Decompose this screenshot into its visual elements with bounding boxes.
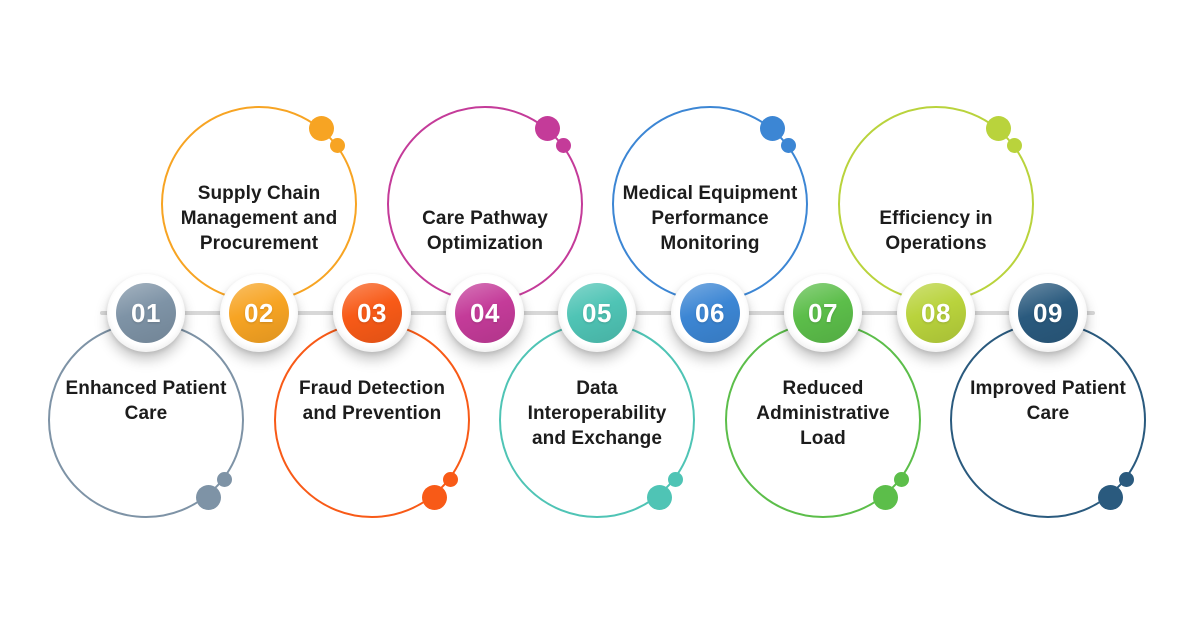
satellite-dot-large-icon bbox=[422, 485, 447, 510]
step-badge: 04 bbox=[446, 274, 524, 352]
satellite-dot-large-icon bbox=[760, 116, 785, 141]
satellite-dot-small-icon bbox=[1007, 138, 1022, 153]
benefit-item-07: Reduced Administrative Load 07 bbox=[725, 0, 921, 628]
benefit-circle: Care Pathway Optimization bbox=[387, 106, 583, 302]
benefit-circle: Data Interoperability and Exchange bbox=[499, 322, 695, 518]
step-badge: 05 bbox=[558, 274, 636, 352]
step-badge: 01 bbox=[107, 274, 185, 352]
step-number: 07 bbox=[793, 283, 853, 343]
benefit-item-05: Data Interoperability and Exchange 05 bbox=[499, 0, 695, 628]
step-badge: 03 bbox=[333, 274, 411, 352]
satellite-dot-small-icon bbox=[668, 472, 683, 487]
benefit-label: Fraud Detection and Prevention bbox=[298, 378, 446, 424]
benefit-label: Supply Chain Management and Procurement bbox=[180, 183, 338, 254]
step-number: 06 bbox=[680, 283, 740, 343]
benefit-label: Care Pathway Optimization bbox=[422, 208, 548, 254]
benefit-circle: Enhanced Patient Care bbox=[48, 322, 244, 518]
benefit-item-01: Enhanced Patient Care 01 bbox=[48, 0, 244, 628]
satellite-dot-small-icon bbox=[781, 138, 796, 153]
step-badge: 07 bbox=[784, 274, 862, 352]
satellite-dot-large-icon bbox=[535, 116, 560, 141]
satellite-dot-large-icon bbox=[1098, 485, 1123, 510]
benefit-label: Reduced Administrative Load bbox=[756, 378, 890, 449]
step-badge: 08 bbox=[897, 274, 975, 352]
benefit-label: Medical Equipment Performance Monitoring bbox=[622, 183, 798, 254]
benefit-item-08: Efficiency in Operations 08 bbox=[838, 0, 1034, 628]
satellite-dot-large-icon bbox=[647, 485, 672, 510]
benefit-circle: Reduced Administrative Load bbox=[725, 322, 921, 518]
satellite-dot-small-icon bbox=[1119, 472, 1134, 487]
benefit-item-03: Fraud Detection and Prevention 03 bbox=[274, 0, 470, 628]
benefit-circle: Medical Equipment Performance Monitoring bbox=[612, 106, 808, 302]
benefit-item-04: Care Pathway Optimization 04 bbox=[387, 0, 583, 628]
satellite-dot-large-icon bbox=[986, 116, 1011, 141]
benefit-label: Data Interoperability and Exchange bbox=[527, 378, 667, 449]
benefit-item-02: Supply Chain Management and Procurement … bbox=[161, 0, 357, 628]
step-badge: 09 bbox=[1009, 274, 1087, 352]
step-number: 03 bbox=[342, 283, 402, 343]
satellite-dot-large-icon bbox=[873, 485, 898, 510]
satellite-dot-small-icon bbox=[217, 472, 232, 487]
step-badge: 02 bbox=[220, 274, 298, 352]
satellite-dot-small-icon bbox=[894, 472, 909, 487]
step-number: 04 bbox=[455, 283, 515, 343]
satellite-dot-large-icon bbox=[196, 485, 221, 510]
benefit-item-09: Improved Patient Care 09 bbox=[950, 0, 1146, 628]
satellite-dot-small-icon bbox=[556, 138, 571, 153]
satellite-dot-small-icon bbox=[443, 472, 458, 487]
step-number: 05 bbox=[567, 283, 627, 343]
satellite-dot-large-icon bbox=[309, 116, 334, 141]
benefit-item-06: Medical Equipment Performance Monitoring… bbox=[612, 0, 808, 628]
step-badge: 06 bbox=[671, 274, 749, 352]
benefit-label: Efficiency in Operations bbox=[879, 208, 993, 254]
benefit-label: Improved Patient Care bbox=[970, 378, 1126, 424]
benefit-label: Enhanced Patient Care bbox=[65, 378, 227, 424]
satellite-dot-small-icon bbox=[330, 138, 345, 153]
benefit-circle: Fraud Detection and Prevention bbox=[274, 322, 470, 518]
step-number: 08 bbox=[906, 283, 966, 343]
step-number: 01 bbox=[116, 283, 176, 343]
step-number: 09 bbox=[1018, 283, 1078, 343]
step-number: 02 bbox=[229, 283, 289, 343]
benefit-circle: Improved Patient Care bbox=[950, 322, 1146, 518]
